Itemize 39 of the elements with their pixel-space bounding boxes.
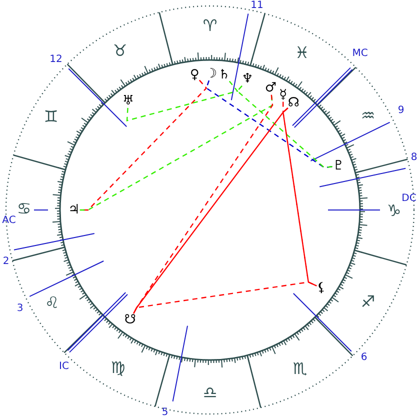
planet-symbol: ☊ xyxy=(288,96,300,110)
zodiac-sign-glyph: ♊ xyxy=(44,109,58,125)
house-cusp-label: DC xyxy=(402,194,416,204)
planet-symbol: ♂ xyxy=(264,82,277,95)
house-cusp-label: 5 xyxy=(162,408,168,418)
planet-symbol: ♃ xyxy=(68,204,80,216)
zodiac-sign-glyph: ♋ xyxy=(16,201,32,217)
zodiac-sign-glyph: ♉ xyxy=(112,43,128,59)
planet-symbol: ♇ xyxy=(332,159,344,172)
zodiac-sign-glyph: ♈ xyxy=(202,18,218,34)
zodiac-sign-glyph: ♒ xyxy=(360,108,376,124)
zodiac-sign-glyph: ♑ xyxy=(386,203,402,219)
planet-symbol: ♅ xyxy=(122,94,134,108)
house-cusp-label: 8 xyxy=(410,153,418,163)
planet-symbol: ☿ xyxy=(279,88,288,102)
zodiac-sign-glyph: ♓ xyxy=(294,45,310,61)
house-cusp-label: AC xyxy=(2,216,16,226)
zodiac-sign-glyph: ♎ xyxy=(202,385,218,401)
house-cusp-label: 6 xyxy=(360,353,368,363)
house-cusp-label: MC xyxy=(352,49,368,59)
planet-symbol: ☽ xyxy=(205,68,218,80)
house-cusp-label: 9 xyxy=(398,106,404,116)
house-cusp-label: 11 xyxy=(250,1,264,11)
zodiac-sign-glyph: ♐ xyxy=(360,294,376,310)
zodiac-sign-glyph: ♏ xyxy=(292,361,308,377)
house-cusp-label: 2 xyxy=(2,257,10,267)
zodiac-sign-glyph: ♌ xyxy=(44,295,60,311)
planet-symbol: ⚸ xyxy=(316,282,326,294)
planet-symbol: ♆ xyxy=(242,72,254,86)
house-cusp-label: 3 xyxy=(16,304,24,314)
house-cusp-label: IC xyxy=(59,362,69,372)
planet-symbol: ♄ xyxy=(218,68,230,82)
aspect-line xyxy=(133,281,317,314)
house-cusp-label: 12 xyxy=(50,55,62,65)
aspect-line xyxy=(236,85,333,168)
zodiac-sign-glyph: ♍ xyxy=(110,360,126,376)
planet-symbol: ☋ xyxy=(124,314,136,326)
planet-symbol: ♀ xyxy=(190,68,200,82)
aspect-line xyxy=(126,80,238,122)
